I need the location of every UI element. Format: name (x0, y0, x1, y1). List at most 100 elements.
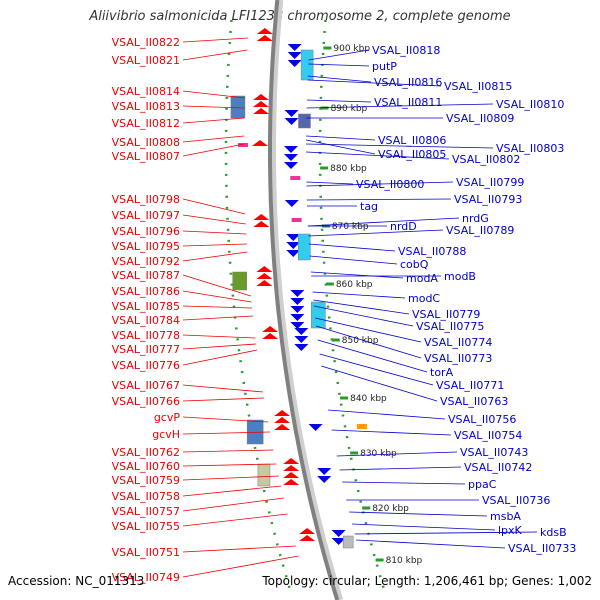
right-leader-line (307, 79, 442, 87)
left-gene-label: VSAL_II0767 (112, 379, 180, 392)
left-gene-label: VSAL_II0821 (112, 54, 180, 67)
reverse-gene-arrow (290, 314, 305, 321)
reverse-gene-arrow (290, 298, 305, 305)
left-leader-line (182, 497, 284, 512)
left-leader-line (182, 251, 248, 262)
forward-gene-arrow (283, 472, 300, 478)
reverse-gene-arrow (286, 242, 301, 249)
left-gene-label: VSAL_II0807 (112, 150, 180, 163)
left-gene-label: VSAL_II0757 (112, 505, 180, 518)
gene-block (257, 463, 271, 487)
left-leader-line (182, 243, 247, 247)
forward-gene-arrow (274, 417, 291, 423)
map-title: Aliivibrio salmonicida LFI1238 chromosom… (89, 9, 511, 24)
right-leader-line (349, 511, 488, 517)
right-leader-line (306, 103, 494, 109)
reverse-gene (284, 200, 299, 207)
reverse-gene-arrow (284, 118, 299, 125)
reverse-gene (286, 234, 301, 257)
kbp-label: 890 kbp (331, 104, 368, 114)
right-gene-label: VSAL_II0774 (424, 336, 492, 349)
left-leader-line (182, 431, 271, 435)
left-gene-label: gcvH (152, 428, 180, 441)
forward-gene (256, 28, 273, 41)
right-leader-line (315, 325, 422, 359)
reverse-gene-arrow (284, 200, 299, 207)
right-gene-label: VSAL_II0816 (374, 76, 442, 89)
right-gene-label: VSAL_II0763 (440, 395, 508, 408)
left-gene-label: VSAL_II0812 (112, 117, 180, 130)
forward-gene-arrow (274, 424, 291, 430)
left-leader-line (182, 513, 288, 527)
backbone-shadow (270, 0, 344, 600)
kbp-label: 870 kbp (332, 222, 369, 232)
left-leader-line (182, 90, 245, 99)
right-gene-label: VSAL_II0754 (454, 429, 522, 442)
forward-gene-arrow (256, 280, 273, 286)
right-leader-line (315, 317, 422, 343)
left-gene-label: VSAL_II0758 (112, 490, 180, 503)
reverse-gene-arrow (308, 424, 323, 431)
left-gene-label: VSAL_II0792 (112, 255, 180, 268)
left-leader-line (182, 555, 299, 578)
right-gene-label: ppaC (468, 478, 497, 491)
kbp-label: 860 kbp (336, 280, 373, 290)
gene-block (298, 233, 311, 261)
left-leader-line (182, 397, 265, 402)
reverse-gene (331, 530, 346, 545)
right-gene-label: VSAL_II0789 (446, 224, 514, 237)
reverse-gene-arrow (284, 110, 299, 117)
forward-gene-arrow (283, 458, 300, 464)
left-gene-label: VSAL_II0786 (112, 285, 180, 298)
left-gene-label: gcvP (154, 411, 181, 424)
reverse-gene-arrow (287, 60, 302, 67)
forward-gene (262, 326, 279, 339)
forward-gene (283, 458, 300, 485)
right-gene-label: VSAL_II0771 (436, 379, 504, 392)
left-gene-label: VSAL_II0822 (112, 36, 180, 49)
right-leader-line (339, 466, 462, 471)
kbp-label: 880 kbp (330, 164, 367, 174)
gene-mark (290, 176, 301, 180)
left-leader-line (182, 416, 269, 423)
reverse-gene (294, 328, 309, 351)
right-leader-line (331, 429, 452, 436)
reverse-gene (308, 424, 323, 431)
forward-gene-arrow (253, 221, 270, 227)
forward-gene-arrow (256, 35, 273, 41)
forward-gene-arrow (253, 94, 270, 100)
reverse-gene (317, 468, 332, 483)
reverse-gene-arrow (284, 162, 299, 169)
reverse-gene-arrow (284, 146, 299, 153)
forward-gene (274, 410, 291, 430)
forward-gene (256, 266, 273, 286)
forward-gene-arrow (253, 101, 270, 107)
left-leader-line (182, 305, 253, 309)
right-leader-line (308, 229, 444, 237)
left-gene-label: VSAL_II0798 (112, 193, 180, 206)
right-gene-label: VSAL_II0733 (508, 542, 576, 555)
left-leader-line (182, 198, 246, 215)
right-gene-label: VSAL_II0743 (460, 446, 528, 459)
right-gene-label: VSAL_II0810 (496, 98, 564, 111)
forward-gene-arrow (274, 410, 291, 416)
reverse-gene (284, 146, 299, 169)
right-leader-line (313, 299, 410, 315)
right-gene-label: cobQ (400, 258, 429, 271)
right-leader-line (308, 49, 370, 61)
forward-gene-arrow (252, 140, 269, 146)
forward-gene-arrow (253, 214, 270, 220)
right-leader-line (306, 198, 452, 201)
forward-gene-arrow (299, 535, 316, 541)
right-leader-line (306, 181, 354, 185)
reverse-gene-arrow (331, 530, 346, 537)
left-leader-line (182, 334, 256, 339)
kbp-label: 830 kbp (360, 449, 397, 459)
left-leader-line (182, 343, 257, 350)
left-leader-line (182, 37, 249, 43)
left-leader-line (182, 349, 258, 366)
kbp-label: 820 kbp (372, 504, 409, 514)
left-gene-label: VSAL_II0766 (112, 395, 180, 408)
accession-label: Accession: NC_011313 (8, 574, 145, 588)
